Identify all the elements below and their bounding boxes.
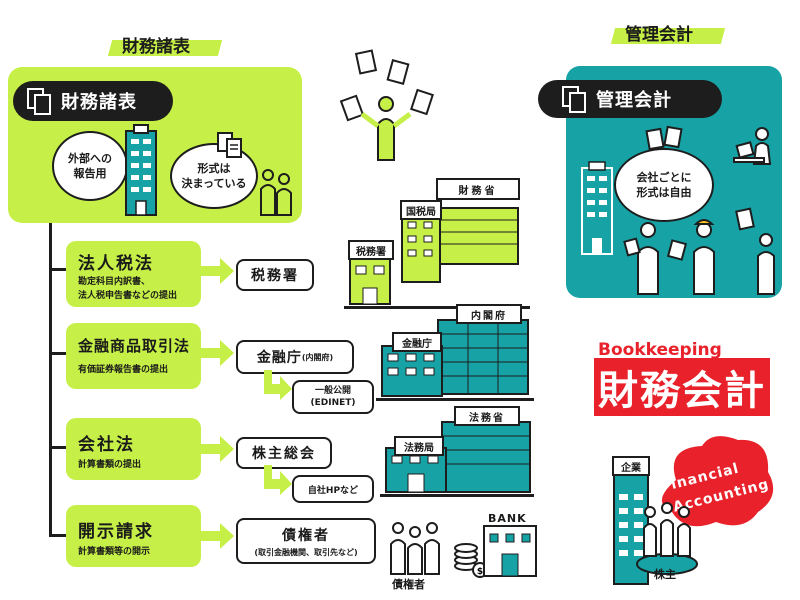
edinet-box: 一般公開(EDINET) (292, 380, 374, 414)
creditors-box: 債権者 (取引金融機関、取引先など) (236, 518, 376, 564)
creditors-people-icon (390, 522, 440, 575)
shareholders-label: 株主 (654, 568, 676, 581)
shareholders-meeting-box: 株主総会 (236, 437, 332, 469)
bank-sign: BANK (488, 512, 527, 525)
coins-icon: $ (454, 543, 488, 578)
fsa-building (381, 345, 443, 397)
regional-tax-bureau-building (401, 213, 441, 283)
fsa-box: 金融庁 (内閣府) (236, 340, 354, 374)
ministry-of-justice-sign: 法務省 (454, 406, 520, 426)
arrow-icon (200, 436, 234, 462)
branch-line (49, 534, 67, 537)
ground-line (376, 398, 534, 401)
tax-office-building (349, 255, 391, 305)
shareholders-group-icon (636, 502, 698, 575)
external-report-bubble: 外部への報告用 (52, 131, 128, 201)
branch-line (49, 352, 67, 355)
financial-statements-title: 財務諸表 (13, 81, 173, 121)
legal-affairs-bureau-sign: 法務局 (394, 436, 444, 456)
corporate-tax-law-item: 法人税法 勘定科目内訳書、法人税申告書などの提出 (66, 241, 201, 307)
arrow-icon (200, 258, 234, 284)
elbow-arrow-icon (264, 370, 292, 400)
svg-text:$: $ (477, 567, 483, 577)
tax-office-sign: 税務署 (348, 240, 394, 260)
branch-line (49, 268, 67, 271)
fsa-sign: 金融庁 (392, 332, 442, 352)
company-sign: 企業 (612, 456, 650, 476)
bookkeeping-label: Bookkeeping (598, 340, 722, 360)
documents-icon (27, 88, 51, 115)
financial-statements-panel: 財務諸表 外部への報告用 形式は決まっている (8, 67, 302, 223)
financial-accounting-title: 財務会計 (594, 358, 770, 416)
arrow-icon (200, 340, 234, 366)
bank-building (483, 525, 537, 577)
tax-office-box: 税務署 (236, 259, 314, 291)
ministry-of-finance-sign: 財務省 (436, 178, 520, 200)
company-website-box: 自社HPなど (292, 475, 374, 503)
arrow-icon (200, 523, 234, 549)
documents-icon (562, 86, 586, 113)
ground-line (344, 306, 530, 309)
creditors-label: 債権者 (392, 578, 425, 591)
person-with-papers-icon (339, 49, 434, 161)
format-fixed-bubble: 形式は決まっている (170, 143, 258, 209)
financial-instruments-law-item: 金融商品取引法 有価証券報告書の提出 (66, 323, 201, 389)
cabinet-office-building (437, 319, 529, 395)
workers-icon (623, 219, 715, 295)
elbow-arrow-icon (264, 465, 292, 495)
cabinet-office-sign: 内閣府 (456, 304, 522, 324)
documents-icon (217, 132, 242, 158)
disclosure-request-item: 開示請求 計算書類等の開示 (66, 505, 201, 567)
left-heading: 財務諸表 (107, 32, 223, 58)
person-with-document-icon (735, 207, 775, 295)
documents-icon (645, 125, 683, 151)
management-accounting-title: 管理会計 (538, 80, 722, 118)
free-format-bubble: 会社ごとに形式は自由 (614, 148, 714, 222)
ground-line (380, 494, 534, 497)
tree-trunk-line (49, 223, 52, 536)
right-heading: 管理会計 (610, 20, 726, 46)
person-at-desk-icon (733, 127, 772, 165)
companies-act-item: 会社法 計算書類の提出 (66, 418, 201, 480)
company-building-icon (581, 161, 613, 255)
regional-tax-bureau-sign: 国税局 (400, 200, 442, 220)
branch-line (49, 446, 67, 449)
red-cloud-shape (661, 436, 774, 527)
people-icon (260, 169, 292, 216)
ministry-of-finance-building (437, 207, 519, 265)
company-building-icon (125, 124, 157, 216)
ministry-of-justice-building (441, 421, 531, 493)
management-accounting-panel: 管理会計 会社ごとに形式は自由 (538, 66, 782, 298)
